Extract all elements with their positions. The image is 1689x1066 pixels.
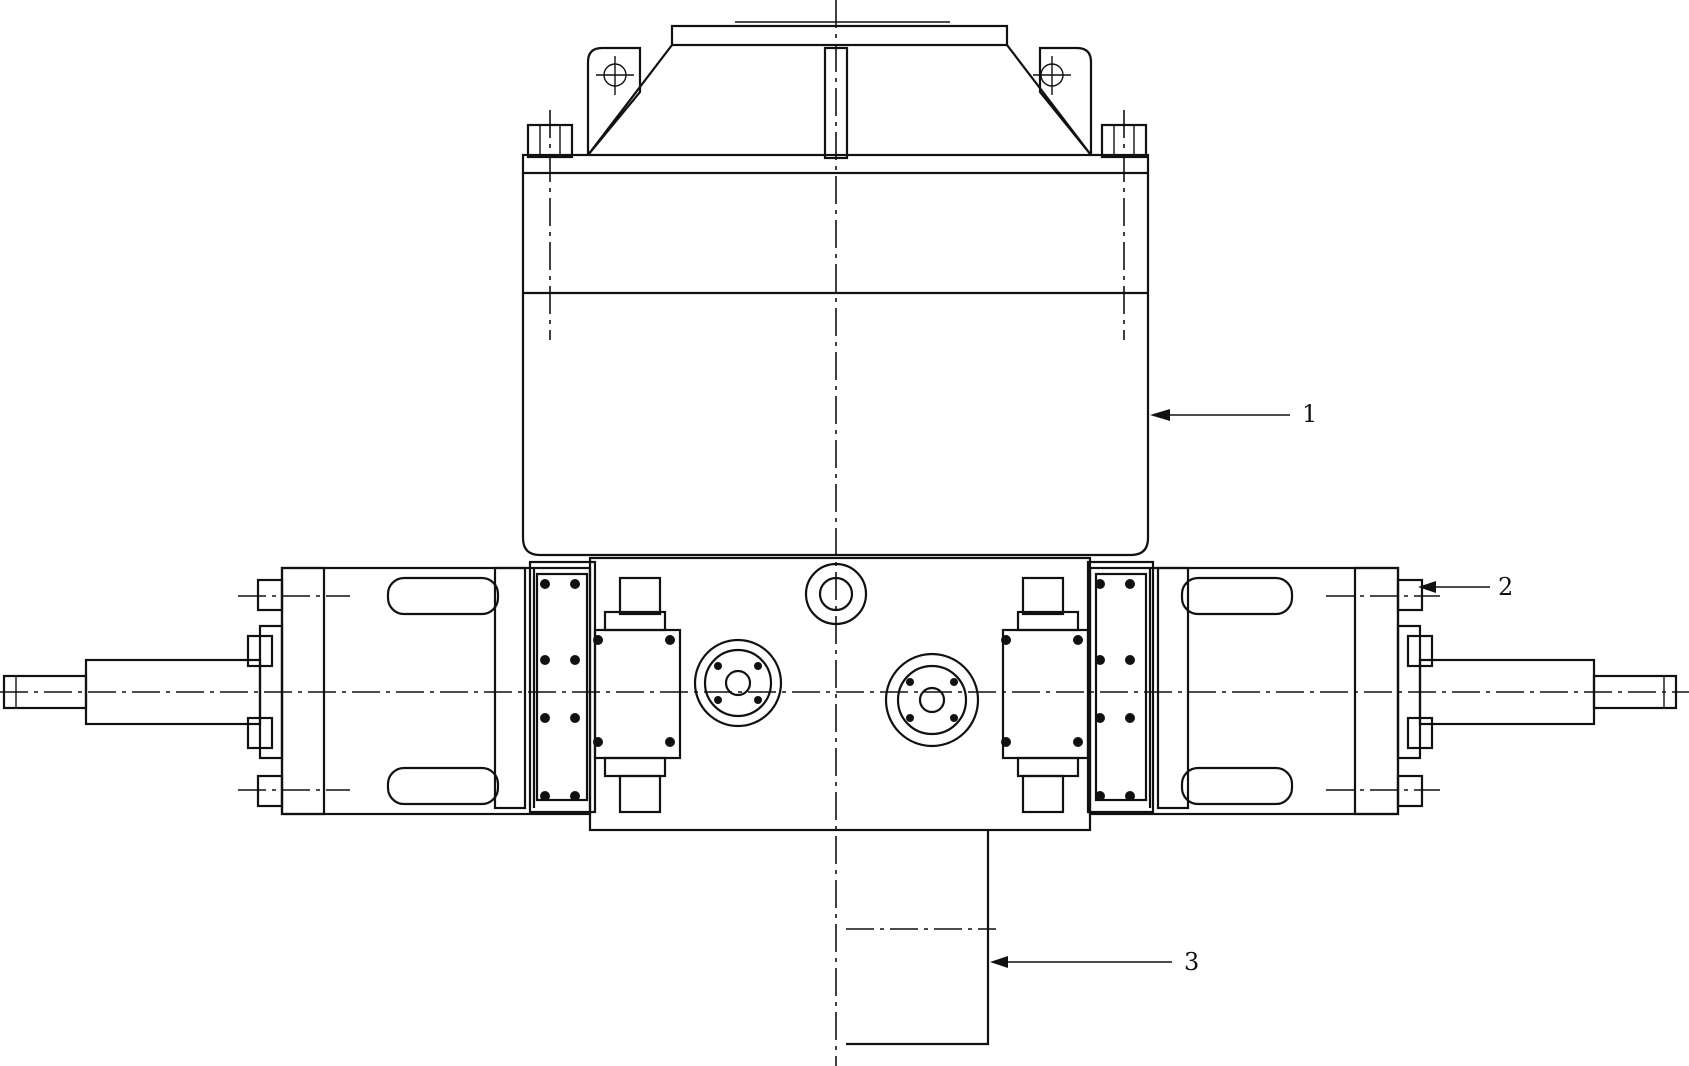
callout-label-3: 3 bbox=[1184, 948, 1200, 976]
callout-label-1: 1 bbox=[1302, 400, 1318, 428]
callout-label-2: 2 bbox=[1498, 573, 1514, 601]
lower-beam-assembly bbox=[0, 556, 1689, 832]
lower-bracket bbox=[846, 830, 996, 1046]
leader-lines bbox=[990, 409, 1490, 968]
